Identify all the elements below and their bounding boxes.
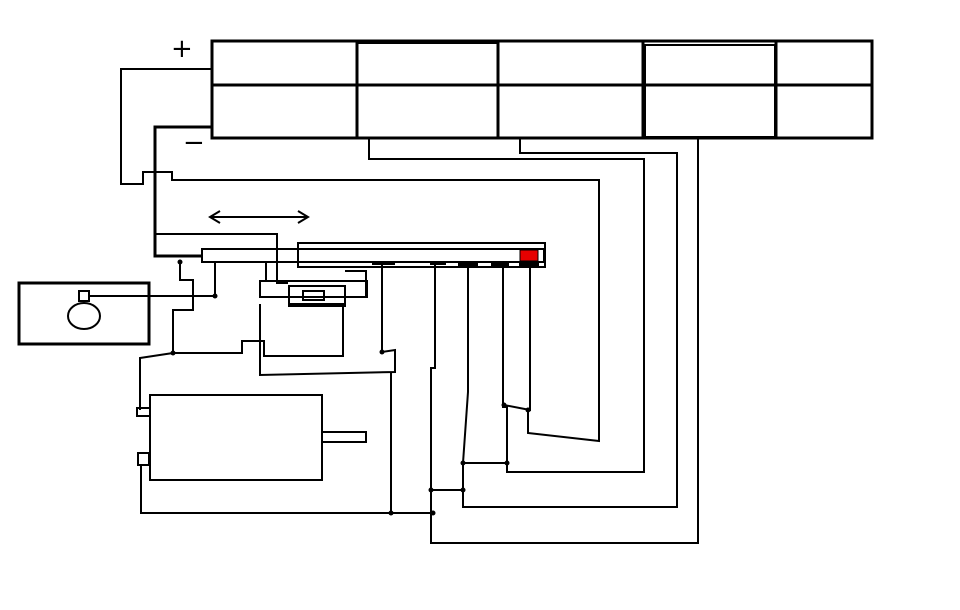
- positive-label: +: [171, 34, 193, 64]
- small-switch: [259, 270, 368, 307]
- lamp-icon: [67, 302, 101, 330]
- slider-bar-switch: [201, 242, 546, 268]
- junction-dots: [170, 259, 531, 516]
- indicator-red: [519, 249, 539, 262]
- negative-label: −: [183, 128, 205, 158]
- negative-wire: [153, 125, 212, 258]
- motor: [136, 394, 367, 481]
- battery-pack: [210, 39, 874, 140]
- double-arrow-icon: [208, 210, 310, 224]
- lamp-box: [17, 262, 216, 346]
- positive-wire: [120, 68, 600, 443]
